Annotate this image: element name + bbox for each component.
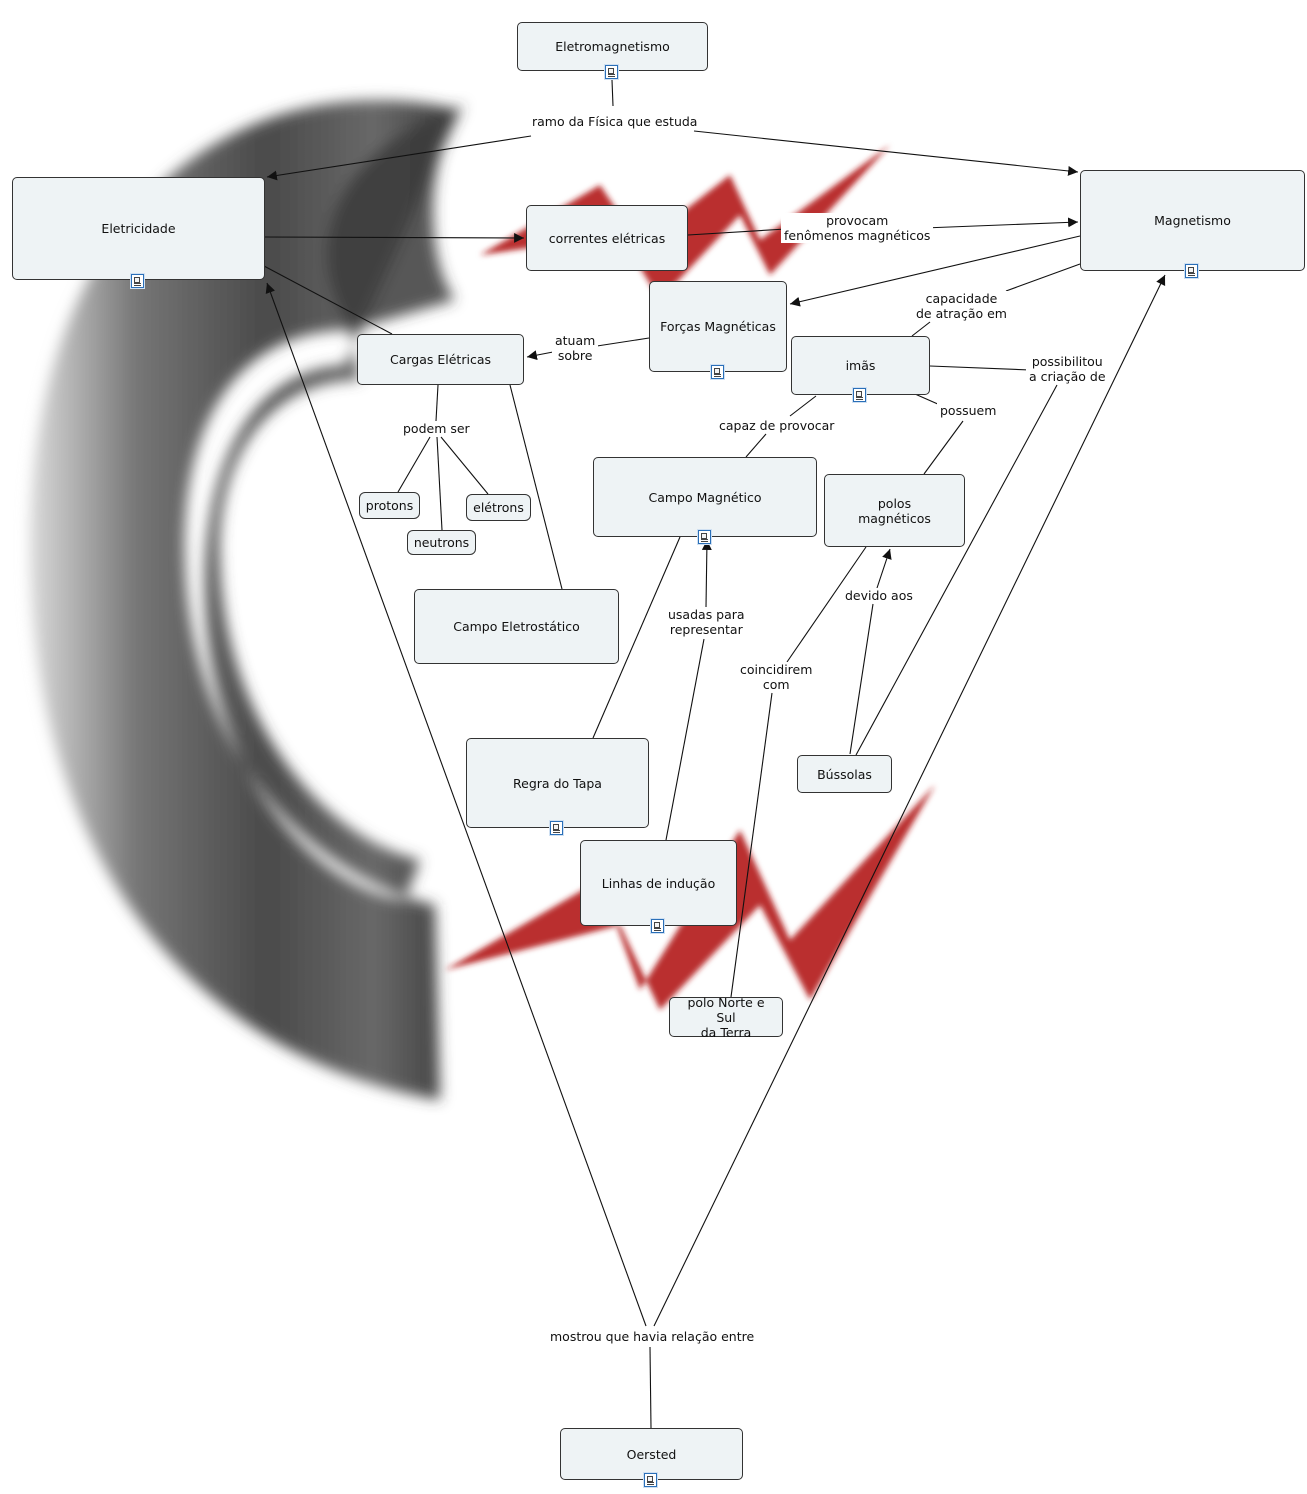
resource-document-icon[interactable] [698, 530, 711, 544]
edge-imas-capaz [789, 395, 817, 417]
edge-podem-neutrons [436, 436, 443, 531]
link-atuam-sobre[interactable]: atuam sobre [552, 333, 599, 363]
concept-oersted[interactable]: Oersted [560, 1428, 743, 1480]
link-capacidade[interactable]: capacidade de atração em [913, 291, 1010, 321]
edge-atuam-cargas [526, 350, 554, 360]
edge-polos-coincidirem [786, 546, 867, 663]
edge-eletricidade-correntes [263, 233, 525, 243]
lightning-bolt-bottom-image [445, 785, 935, 1010]
resource-document-icon[interactable] [644, 1473, 657, 1487]
edge-cargas-eletrostatico [509, 384, 563, 590]
concept-eletromagnetismo[interactable]: Eletromagnetismo [517, 22, 708, 71]
edge-eletricidade-cargas [263, 265, 393, 335]
concept-imas[interactable]: imãs [791, 336, 930, 395]
edge-imas-possibilitou [929, 365, 1031, 371]
link-coincidirem[interactable]: coincidirem com [737, 662, 816, 692]
link-mostrou-relacao[interactable]: mostrou que havia relação entre [547, 1329, 758, 1344]
edge-forcas-atuam [596, 337, 650, 347]
link-provocam[interactable]: provocam fenômenos magnéticos [781, 213, 934, 243]
edge-campo-regra [592, 536, 681, 739]
resource-document-icon[interactable] [131, 274, 144, 288]
link-devido-aos[interactable]: devido aos [842, 588, 916, 603]
edge-cargas-podem [435, 384, 439, 422]
edge-magnetismo-capacidade [1005, 263, 1081, 292]
concept-linhas-de-inducao[interactable]: Linhas de indução [580, 840, 737, 926]
concept-cargas-eletricas[interactable]: Cargas Elétricas [357, 334, 524, 385]
resource-document-icon[interactable] [711, 365, 724, 379]
link-ramo-da-fisica[interactable]: ramo da Física que estuda [529, 114, 701, 129]
concept-neutrons[interactable]: neutrons [407, 530, 476, 555]
concept-correntes-eletricas[interactable]: correntes elétricas [526, 205, 688, 271]
edge-bussolas-devido [849, 603, 874, 755]
link-possibilitou[interactable]: possibilitou a criação de [1026, 354, 1109, 384]
resource-document-icon[interactable] [1185, 264, 1198, 278]
edge-podem-eletrons [440, 436, 489, 495]
horseshoe-magnet-image [29, 100, 465, 1100]
resource-document-icon[interactable] [853, 388, 866, 402]
link-usadas-para[interactable]: usadas para representar [665, 607, 748, 637]
concept-magnetismo[interactable]: Magnetismo [1080, 170, 1305, 271]
concept-campo-eletrostatico[interactable]: Campo Eletrostático [414, 589, 619, 664]
link-possuem[interactable]: possuem [937, 403, 1000, 418]
concept-regra-do-tapa[interactable]: Regra do Tapa [466, 738, 649, 828]
concept-campo-magnetico[interactable]: Campo Magnético [593, 457, 817, 537]
resource-document-icon[interactable] [651, 919, 664, 933]
edge-provocam-magnetismo [923, 217, 1079, 229]
resource-document-icon[interactable] [550, 821, 563, 835]
edge-magnetismo-forcas [789, 235, 1081, 307]
edge-correntes-provocam [687, 228, 787, 236]
concept-bussolas[interactable]: Bússolas [797, 755, 892, 793]
edge-imas-possuem [914, 393, 941, 406]
edge-ramo-eletricidade [266, 135, 532, 181]
concept-polos-magneticos[interactable]: polos magnéticos [824, 474, 965, 547]
concept-protons[interactable]: protons [359, 492, 420, 519]
link-podem-ser[interactable]: podem ser [400, 421, 473, 436]
edge-linhas-usadas [665, 638, 705, 841]
concept-polo-norte-sul-terra[interactable]: polo Norte e Sul da Terra [669, 995, 783, 1040]
concept-forcas-magneticas[interactable]: Forças Magnéticas [649, 281, 787, 372]
edge-devido-polos [876, 548, 892, 589]
edge-ramo-magnetismo [693, 130, 1079, 176]
edge-possibilitou-bussolas [855, 384, 1058, 756]
edge-mostrou-magnetismo [653, 274, 1166, 1327]
edge-usadas-campo [701, 539, 712, 608]
resource-document-icon[interactable] [605, 65, 618, 79]
edge-possuem-polos [923, 420, 964, 475]
edge-mostrou-eletricidade [265, 282, 647, 1327]
concept-eletricidade[interactable]: Eletricidade [12, 177, 265, 280]
edge-podem-protons [397, 436, 431, 493]
link-capaz-de-provocar[interactable]: capaz de provocar [716, 418, 838, 433]
edge-coincidirem-terra [730, 692, 773, 998]
concept-eletrons[interactable]: elétrons [466, 494, 531, 521]
edge-capaz-campo [745, 433, 767, 458]
edge-oersted-mostrou [649, 1346, 652, 1429]
edge-eletromagnetismo-ramo [611, 79, 614, 107]
edge-capacidade-imas [911, 321, 931, 337]
